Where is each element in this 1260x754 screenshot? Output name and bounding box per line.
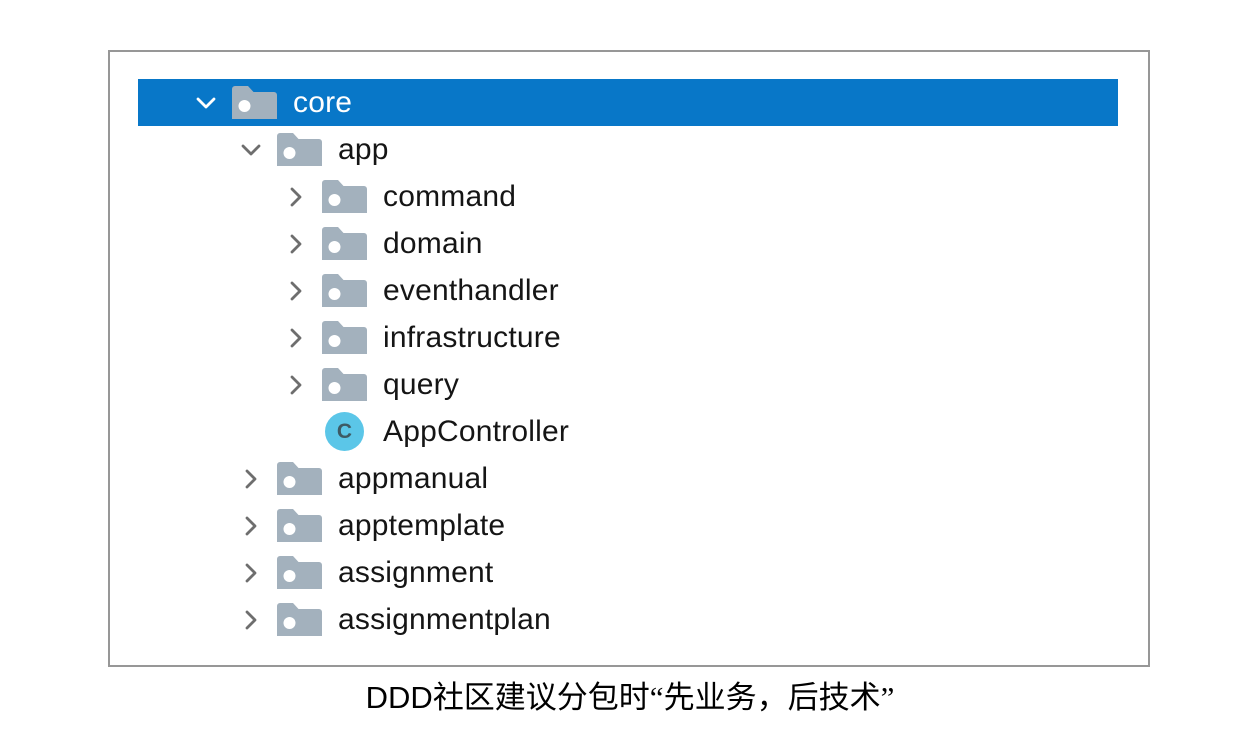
folder-icon (322, 318, 367, 358)
folder-icon (232, 83, 277, 123)
figure-caption: DDD社区建议分包时“先业务，后技术” (0, 680, 1260, 715)
figure-frame: core app command domain (108, 50, 1150, 667)
tree-item-label: appmanual (338, 461, 489, 495)
folder-icon (322, 271, 367, 311)
chevron-right-icon (290, 234, 302, 253)
tree-item-label: domain (383, 226, 483, 260)
class-icon: C (325, 412, 364, 451)
caption-latin-text: DDD (365, 680, 433, 715)
tree-row[interactable]: query (138, 361, 1118, 408)
class-icon-slot: C (322, 412, 367, 452)
folder-icon (277, 553, 322, 593)
tree-item-label: query (383, 367, 460, 401)
tree-row[interactable]: assignmentplan (138, 596, 1118, 643)
tree-item-label: assignmentplan (338, 602, 551, 636)
folder-icon (277, 130, 322, 170)
tree-item-label: command (383, 179, 517, 213)
caption-cjk-text: 社区建议分包时“先业务，后技术” (432, 680, 895, 715)
folder-icon (322, 177, 367, 217)
class-icon-letter: C (336, 420, 353, 443)
tree-row[interactable]: domain (138, 220, 1118, 267)
tree-row[interactable]: assignment (138, 549, 1118, 596)
tree-item-label: AppController (383, 414, 570, 448)
chevron-right-icon (290, 281, 302, 300)
tree-row[interactable]: command (138, 173, 1118, 220)
chevron-right-icon (290, 187, 302, 206)
folder-icon (277, 506, 322, 546)
tree-item-label: app (338, 132, 389, 166)
tree-item-label: core (293, 85, 353, 119)
folder-icon (322, 365, 367, 405)
tree-row[interactable]: apptemplate (138, 502, 1118, 549)
chevron-down-icon (241, 144, 261, 155)
tree-item-label: assignment (338, 555, 494, 589)
tree-row[interactable]: C AppController (138, 408, 1118, 455)
folder-icon (277, 459, 322, 499)
tree-row[interactable]: infrastructure (138, 314, 1118, 361)
folder-icon (322, 224, 367, 264)
tree-row[interactable]: appmanual (138, 455, 1118, 502)
tree-item-label: apptemplate (338, 508, 506, 542)
chevron-right-icon (245, 610, 257, 629)
tree-row[interactable]: eventhandler (138, 267, 1118, 314)
chevron-right-icon (290, 328, 302, 347)
tree-row[interactable]: core (138, 79, 1118, 126)
project-tree: core app command domain (138, 79, 1118, 643)
tree-item-label: eventhandler (383, 273, 559, 307)
chevron-right-icon (245, 469, 257, 488)
chevron-right-icon (245, 516, 257, 535)
tree-row[interactable]: app (138, 126, 1118, 173)
chevron-right-icon (290, 375, 302, 394)
chevron-down-icon (196, 97, 216, 108)
folder-icon (277, 600, 322, 640)
chevron-right-icon (245, 563, 257, 582)
tree-item-label: infrastructure (383, 320, 561, 354)
